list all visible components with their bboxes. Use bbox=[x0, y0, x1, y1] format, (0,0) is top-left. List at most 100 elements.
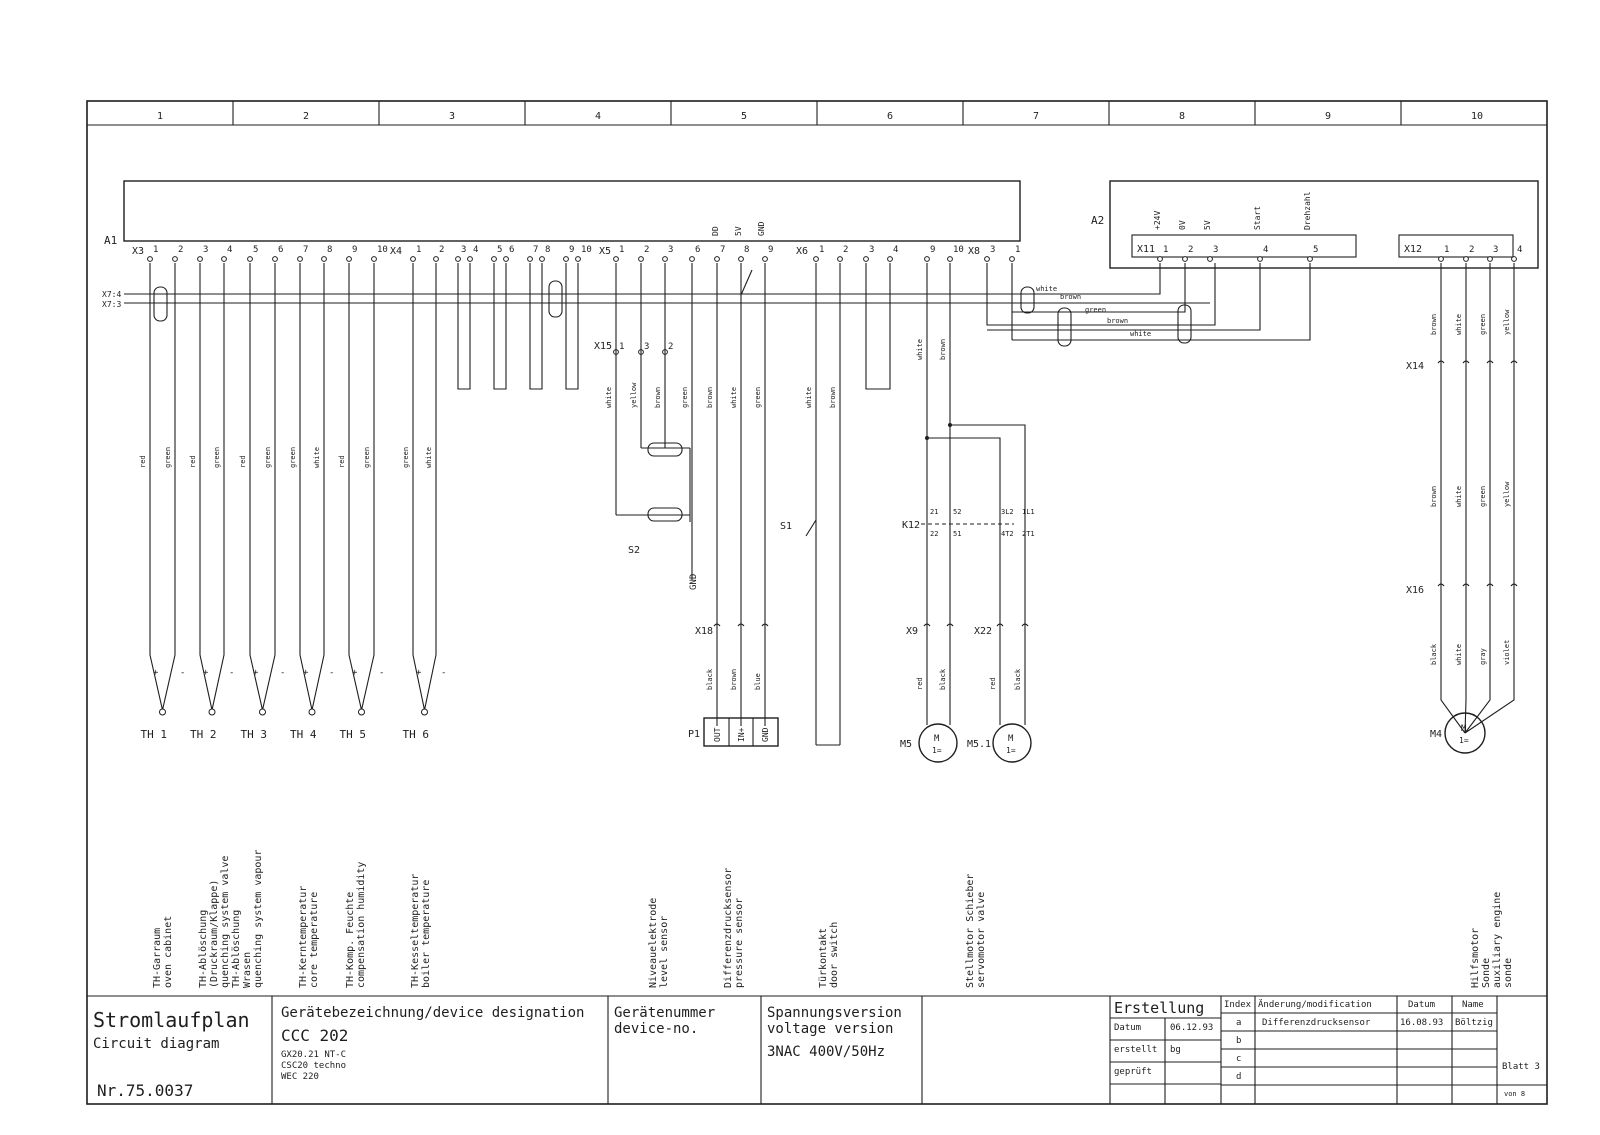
pin-number: 4 bbox=[227, 245, 232, 255]
x8-start-route bbox=[1012, 263, 1311, 341]
pin-number: 4 bbox=[1263, 245, 1268, 255]
pin bbox=[1009, 256, 1015, 262]
x22-label: X22 bbox=[974, 626, 992, 637]
wire-color-label: white bbox=[1455, 644, 1463, 665]
k12-cross-2 bbox=[950, 424, 1026, 725]
pin bbox=[689, 256, 695, 262]
description-line: Hilfsmotor bbox=[1470, 928, 1481, 988]
thermocouple-label: TH 6 bbox=[403, 728, 430, 741]
wire-color-label: brown bbox=[939, 339, 947, 360]
erstellt-label: erstellt bbox=[1114, 1045, 1158, 1055]
description-line: (Druckraum/Klappe) bbox=[209, 880, 220, 988]
von-label: von 8 bbox=[1504, 1090, 1526, 1098]
svg-text:21: 21 bbox=[930, 508, 938, 516]
description-line: level sensor bbox=[659, 916, 670, 988]
pin bbox=[714, 256, 720, 262]
description-line: auxiliary engine bbox=[1492, 892, 1503, 988]
svg-text:1=: 1= bbox=[932, 746, 942, 755]
svg-text:1=: 1= bbox=[1459, 736, 1469, 745]
rev-a-index: a bbox=[1236, 1018, 1242, 1028]
description-line: TH-Ablöschung bbox=[231, 910, 242, 988]
thermocouple-label: TH 5 bbox=[340, 728, 367, 741]
signal-drehzahl: Drehzahl bbox=[1303, 191, 1312, 230]
pin bbox=[762, 256, 768, 262]
wire-color-label: green bbox=[213, 447, 221, 468]
pin bbox=[1157, 256, 1163, 262]
polarity-plus: + bbox=[303, 668, 309, 678]
rev-a-date: 16.08.93 bbox=[1400, 1018, 1444, 1028]
thermocouple-wire bbox=[199, 263, 213, 711]
description-line: Türkontakt bbox=[818, 928, 829, 988]
thermocouple-label: TH 3 bbox=[241, 728, 268, 741]
pin bbox=[984, 256, 990, 262]
pin bbox=[662, 256, 668, 262]
a1-module bbox=[123, 180, 1021, 242]
thermocouple-wire bbox=[423, 263, 437, 711]
pin bbox=[638, 256, 644, 262]
description-line: quenching system vapour bbox=[253, 850, 264, 988]
pin-number: 9 bbox=[569, 245, 574, 255]
x4-cable-sheath bbox=[548, 280, 563, 318]
wire-color-label: red bbox=[189, 455, 197, 468]
pin-number: 9 bbox=[930, 245, 935, 255]
x11-sheath-3 bbox=[1177, 304, 1192, 344]
svg-text:1L1: 1L1 bbox=[1022, 508, 1035, 516]
pin-number: 1 bbox=[819, 245, 824, 255]
m4-wire bbox=[1464, 263, 1491, 734]
pin bbox=[346, 256, 352, 262]
pin bbox=[539, 256, 545, 262]
wire-color-label: green bbox=[1479, 314, 1487, 335]
wire-color-label: green bbox=[164, 447, 172, 468]
rev-c-index: c bbox=[1236, 1054, 1242, 1064]
x6-label: X6 bbox=[796, 246, 808, 257]
signal-0v: 0V bbox=[1178, 220, 1187, 230]
wire-color-label: brown bbox=[1430, 314, 1438, 335]
s2-label: S2 bbox=[628, 545, 640, 556]
x6-34-loop bbox=[865, 263, 891, 390]
m51-label: M5.1 bbox=[967, 739, 991, 750]
description-line: Differenzdrucksensor bbox=[723, 868, 734, 988]
thermocouple-wire bbox=[360, 263, 375, 711]
pin-number: 5 bbox=[253, 245, 258, 255]
rev-d-index: d bbox=[1236, 1072, 1242, 1082]
rev-b-index: b bbox=[1236, 1036, 1242, 1046]
wire-color-label: yellow bbox=[630, 382, 638, 408]
k12-label: K12 bbox=[902, 520, 920, 531]
p1-pin-gnd: GND bbox=[761, 727, 770, 742]
svg-text:M: M bbox=[1461, 724, 1467, 734]
wire-color-label: brown bbox=[654, 387, 662, 408]
x4-loop-78 bbox=[529, 263, 543, 390]
geprueft-label: geprüft bbox=[1114, 1067, 1152, 1077]
pin-number: 1 bbox=[416, 245, 421, 255]
s2-sheath-1 bbox=[647, 442, 683, 457]
rev-header-name: Name bbox=[1462, 1000, 1484, 1010]
wire-color-label: red bbox=[139, 455, 147, 468]
pin bbox=[433, 256, 439, 262]
rev-header-index: Index bbox=[1224, 1000, 1252, 1010]
pin bbox=[1207, 256, 1213, 262]
description-line: core temperature bbox=[309, 892, 320, 988]
pin-number: 9 bbox=[768, 245, 773, 255]
pin-number: 7 bbox=[303, 245, 308, 255]
m51-motor: M 1= bbox=[992, 723, 1032, 763]
wire-color-label: red bbox=[338, 455, 346, 468]
wire-color-label: white bbox=[313, 447, 321, 468]
pin bbox=[1438, 256, 1444, 262]
svg-text:1=: 1= bbox=[1006, 746, 1016, 755]
wire-color-label: violet bbox=[1503, 640, 1511, 665]
svg-text:52: 52 bbox=[953, 508, 961, 516]
pin bbox=[321, 256, 327, 262]
pin bbox=[575, 256, 581, 262]
svg-text:brown: brown bbox=[1060, 293, 1081, 301]
title-de: Stromlaufplan bbox=[93, 1008, 250, 1032]
wire-color-label: white bbox=[1455, 314, 1463, 335]
device-no-label-de: Gerätenummer bbox=[614, 1005, 716, 1021]
thermocouple-junction bbox=[208, 708, 216, 716]
column-number: 8 bbox=[1179, 111, 1185, 122]
p1-label: P1 bbox=[688, 729, 700, 740]
polarity-plus: + bbox=[352, 668, 358, 678]
polarity-minus: - bbox=[180, 668, 185, 678]
